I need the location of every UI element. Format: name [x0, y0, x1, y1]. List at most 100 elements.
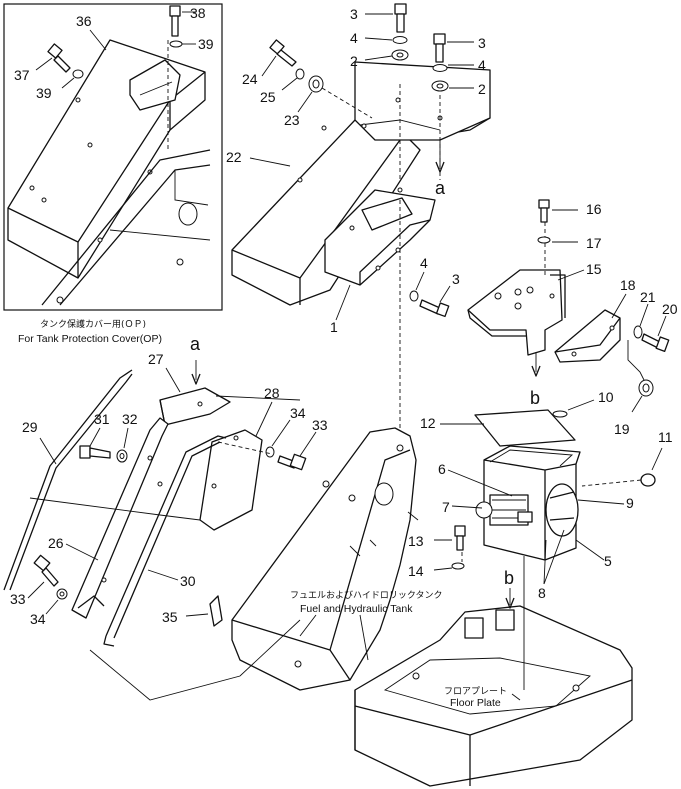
grommet-19 [627, 340, 654, 413]
label-30: 30 [180, 573, 196, 589]
label-36: 36 [76, 13, 92, 29]
label-3b: 3 [478, 35, 486, 51]
floor-plate-label-jp: フロアプレート [444, 686, 507, 697]
ref-b-bottom: b [504, 568, 514, 588]
washer-34-lower [56, 588, 68, 600]
tank-label-en: Fuel and Hydraulic Tank [300, 603, 413, 615]
label-3c: 3 [452, 271, 460, 287]
label-4c: 4 [420, 255, 428, 271]
label-2a: 2 [350, 53, 358, 69]
label-39a: 39 [198, 36, 214, 52]
label-31: 31 [94, 411, 110, 427]
washer-2-top-left [364, 49, 409, 61]
inset-caption-en: For Tank Protection Cover(OP) [18, 333, 162, 345]
label-3a: 3 [350, 6, 358, 22]
bolt-3-mid [419, 285, 451, 318]
bracket-27 [159, 387, 231, 426]
label-9: 9 [626, 495, 634, 511]
label-38: 38 [190, 5, 206, 21]
inset-frame [3, 3, 223, 311]
fuel-hydraulic-tank [231, 427, 419, 691]
label-5: 5 [604, 553, 612, 569]
spacer-23 [297, 75, 373, 119]
label-28: 28 [264, 385, 280, 401]
washer-2-top-right [431, 80, 474, 92]
washer-17 [537, 236, 578, 244]
label-25: 25 [260, 89, 276, 105]
label-17: 17 [586, 235, 602, 251]
bolt-16 [538, 199, 578, 223]
clamp-9 [545, 483, 579, 537]
label-39b: 39 [36, 85, 52, 101]
label-1: 1 [330, 319, 338, 335]
inset-bolt-38 [169, 5, 196, 37]
label-2b: 2 [478, 81, 486, 97]
label-35: 35 [162, 609, 178, 625]
bolt-33-lower [33, 554, 59, 587]
label-13: 13 [408, 533, 424, 549]
ref-b-top: b [530, 388, 540, 408]
label-20: 20 [662, 301, 678, 317]
label-12: 12 [420, 415, 436, 431]
inset-caption-jp: タンク保護カバー用(ＯＰ) [40, 318, 146, 330]
washer-4-mid [409, 271, 425, 302]
inset-bolt-37 [35, 43, 71, 73]
plate-35 [185, 595, 223, 627]
mat-12 [474, 409, 576, 447]
label-4a: 4 [350, 30, 358, 46]
label-19: 19 [614, 421, 630, 437]
washer-10 [552, 399, 595, 418]
label-33-lower: 33 [10, 591, 26, 607]
label-8: 8 [538, 585, 546, 601]
rod-29 [3, 369, 133, 591]
ref-a-top: a [435, 178, 446, 198]
washer-14 [433, 562, 465, 571]
label-22: 22 [226, 149, 242, 165]
bolt-3-top-left [365, 3, 407, 33]
label-34-upper: 34 [290, 405, 306, 421]
bolt-13 [434, 525, 466, 551]
bracket-15 [467, 269, 566, 356]
washer-4-top-left [364, 36, 408, 44]
bolt-24 [261, 39, 297, 77]
floor-plate-label-en: Floor Plate [450, 697, 501, 709]
label-37: 37 [14, 67, 30, 83]
inset-washer-39b [61, 69, 84, 89]
label-34-lower: 34 [30, 611, 46, 627]
washer-25 [281, 68, 305, 91]
label-15: 15 [586, 261, 602, 277]
bolt-31 [79, 445, 111, 459]
ref-a-bottom: a [190, 334, 201, 354]
bar-26 [71, 417, 169, 619]
label-18: 18 [620, 277, 636, 293]
label-16: 16 [586, 201, 602, 217]
label-24: 24 [242, 71, 258, 87]
label-6: 6 [438, 461, 446, 477]
inset-tank-body [41, 40, 211, 306]
label-29: 29 [22, 419, 38, 435]
bracket-18 [554, 309, 621, 363]
washer-32 [116, 449, 128, 463]
bolt-20 [641, 315, 670, 352]
seal-30 [103, 435, 227, 647]
inset-tank-cover [7, 39, 206, 279]
label-4b: 4 [478, 57, 486, 73]
floor-plate [354, 605, 633, 787]
plate-28 [199, 429, 263, 531]
label-27: 27 [148, 351, 164, 367]
label-32: 32 [122, 411, 138, 427]
label-10: 10 [598, 389, 614, 405]
label-21: 21 [640, 289, 656, 305]
label-33-upper: 33 [312, 417, 328, 433]
bolt-3-top-right [433, 33, 474, 63]
bolt-33-upper [217, 431, 317, 471]
washer-4-top-right [432, 64, 474, 72]
tank-label-jp: フュエルおよびハイドロリックタンク [290, 590, 442, 601]
inset-washer-39a [169, 40, 196, 48]
label-23: 23 [284, 112, 300, 128]
cover-1 [324, 187, 436, 286]
label-11: 11 [658, 429, 673, 445]
cap-11 [581, 447, 663, 487]
label-7: 7 [442, 499, 450, 515]
